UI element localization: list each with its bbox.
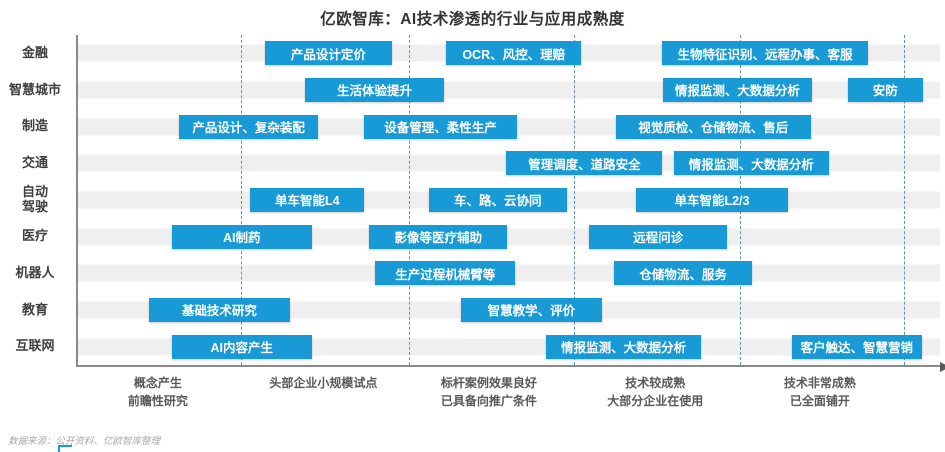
stage-labels: 概念产生前瞻性研究 头部企业小规模试点 标杆案例效果良好已具备向推广条件 技术较成熟大… — [76, 374, 938, 410]
application-box: 产品设计定价 — [265, 41, 392, 66]
industry-label: 交通 — [21, 154, 48, 170]
application-box: 安防 — [847, 77, 923, 102]
industry-row: 生活体验提升 情报监测、大数据分析 安防 — [78, 72, 940, 109]
chart-title: 亿欧智库：AI技术渗透的行业与应用成熟度 — [320, 11, 625, 28]
application-box: 情报监测、大数据分析 — [546, 334, 702, 359]
application-box: 情报监测、大数据分析 — [673, 151, 829, 176]
industry-row: 管理调度、道路安全情报监测、大数据分析 — [78, 145, 940, 182]
source-note: 数据来源：公开资料、亿欧智库整理 — [8, 436, 161, 447]
stage-label: 概念产生前瞻性研究 — [127, 376, 188, 408]
stage-gridline — [573, 35, 575, 365]
industry-label: 智慧城市 — [8, 81, 61, 97]
application-box: AI制药 — [171, 224, 312, 249]
stage-label: 头部企业小规模试点 — [269, 376, 378, 390]
application-box: 生产过程机械臂等 — [375, 261, 516, 286]
application-box: 情报监测、大数据分析 — [663, 77, 812, 102]
application-box: 单车智能L2/3 — [635, 187, 789, 212]
application-box: OCR、风控、理赔 — [446, 41, 582, 66]
application-box: 生活体验提升 — [304, 77, 445, 102]
application-box: 单车智能L4 — [250, 187, 365, 212]
industry-labels: 金融智慧城市制造交通自动驾驶医疗机器人教育互联网 — [0, 35, 70, 365]
application-box: 远程问诊 — [589, 224, 728, 249]
x-axis-arrow-icon — [940, 362, 945, 372]
industry-label: 自动驾驶 — [21, 184, 48, 215]
application-box: 基础技术研究 — [148, 297, 291, 322]
industry-label: 金融 — [21, 44, 48, 60]
application-box: 仓储物流、服务 — [614, 261, 753, 286]
stage-gridline — [240, 35, 242, 365]
application-box: 设备管理、柔性生产 — [364, 114, 517, 139]
stage-gridline — [409, 35, 410, 365]
industry-row: 单车智能L4 车、路、云协同 单车智能L2/3 — [78, 182, 940, 219]
industry-label: 医疗 — [21, 228, 48, 244]
stage-label: 标杆案例效果良好已具备向推广条件 — [440, 376, 537, 408]
industry-row: 产品设计、复杂装配 设备管理、柔性生产 视觉质检、仓储物流、售后 — [78, 108, 940, 145]
industry-row: 生产过程机械臂等 仓储物流、服务 — [78, 255, 940, 292]
eo-logo-fragment-icon — [58, 445, 72, 452]
industry-row: 产品设计定价 OCR、风控、理赔 生物特征识别、远程办事、客服 — [78, 35, 940, 72]
stage-gridline — [903, 35, 905, 365]
application-box: 产品设计、复杂装配 — [178, 114, 319, 139]
industry-row: 基础技术研究 智慧教学、评价 — [78, 292, 940, 329]
stage-label: 技术较成熟大部分企业在使用 — [607, 376, 704, 408]
industry-row: AI制药 影像等医疗辅助 远程问诊 — [78, 218, 940, 255]
industry-label: 机器人 — [15, 264, 55, 280]
application-box: 生物特征识别、远程办事、客服 — [661, 41, 869, 66]
industry-label: 制造 — [21, 118, 48, 134]
industry-label: 互联网 — [15, 338, 55, 354]
application-box: 智慧教学、评价 — [460, 297, 603, 322]
industry-label: 教育 — [21, 301, 48, 317]
application-box: AI内容产生 — [171, 334, 312, 359]
application-box: 车、路、云协同 — [428, 187, 567, 212]
application-box: 影像等医疗辅助 — [369, 224, 508, 249]
industry-row: AI内容产生 情报监测、大数据分析 客户触达、智慧营销 — [78, 328, 940, 365]
stage-label: 技术非常成熟已全面铺开 — [783, 376, 856, 408]
application-box: 管理调度、道路安全 — [506, 151, 663, 176]
application-box: 视觉质检、仓储物流、售后 — [615, 114, 811, 139]
application-box: 客户触达、智慧营销 — [791, 334, 922, 359]
